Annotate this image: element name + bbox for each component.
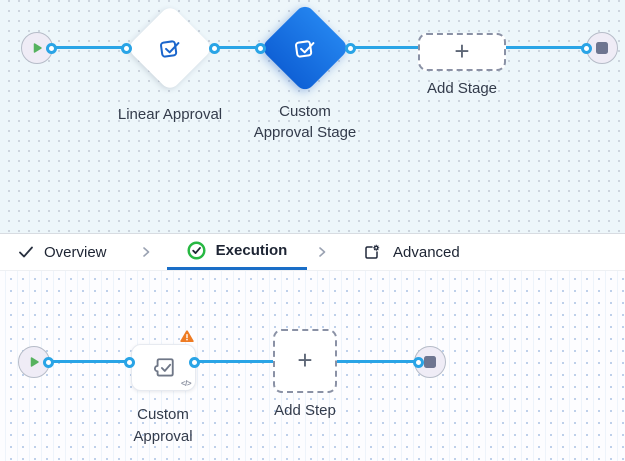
step-label-custom-line1: Custom [137, 406, 189, 423]
connection-point[interactable] [120, 42, 132, 54]
add-stage-label: Add Stage [426, 80, 498, 97]
add-step-button[interactable]: + [273, 329, 337, 393]
warning-triangle-icon[interactable] [180, 330, 194, 348]
tab-overview-label: Overview [44, 243, 107, 261]
play-icon [27, 355, 41, 369]
step-label-custom-line2: Approval [133, 428, 193, 445]
stage-node-linear-approval[interactable] [126, 4, 214, 92]
tab-advanced[interactable]: Advanced [363, 234, 460, 270]
tab-execution-label: Execution [215, 242, 288, 259]
connection-point[interactable] [254, 42, 266, 54]
stop-icon [424, 356, 436, 368]
connection-point[interactable] [45, 42, 57, 54]
plus-icon: + [297, 345, 313, 375]
check-icon [18, 245, 34, 259]
step-connector-line [34, 360, 424, 363]
approval-check-icon [292, 35, 319, 62]
connection-point[interactable] [208, 42, 220, 54]
plus-icon: + [454, 36, 470, 66]
connection-point[interactable] [188, 356, 200, 368]
chevron-right-icon [316, 234, 328, 270]
puzzle-check-icon [150, 354, 178, 382]
tab-execution[interactable]: Execution [167, 234, 307, 270]
connection-point[interactable] [580, 42, 592, 54]
stage-node-custom-approval-stage[interactable] [259, 2, 351, 94]
approval-check-icon [157, 35, 184, 62]
chevron-right-icon [140, 234, 152, 270]
step-node-custom-approval[interactable] [131, 344, 196, 391]
add-step-label: Add Step [274, 402, 336, 419]
play-icon [30, 41, 44, 55]
stage-label-linear-approval: Linear Approval [117, 106, 223, 123]
code-icon: </> [181, 379, 192, 388]
tab-overview[interactable]: Overview [18, 234, 107, 270]
workflow-tab-bar: Overview Execution [0, 233, 625, 271]
panel-gear-icon [363, 244, 380, 261]
connection-point[interactable] [344, 42, 356, 54]
connection-point[interactable] [42, 356, 54, 368]
connection-point[interactable] [412, 356, 424, 368]
add-stage-button[interactable]: + [418, 33, 506, 71]
stop-icon [596, 42, 608, 54]
connection-point[interactable] [123, 356, 135, 368]
tab-advanced-label: Advanced [393, 243, 460, 261]
check-circle-icon [187, 241, 206, 260]
stage-label-custom-line1: Custom [279, 103, 331, 120]
stage-label-custom-line2: Approval Stage [253, 124, 357, 141]
